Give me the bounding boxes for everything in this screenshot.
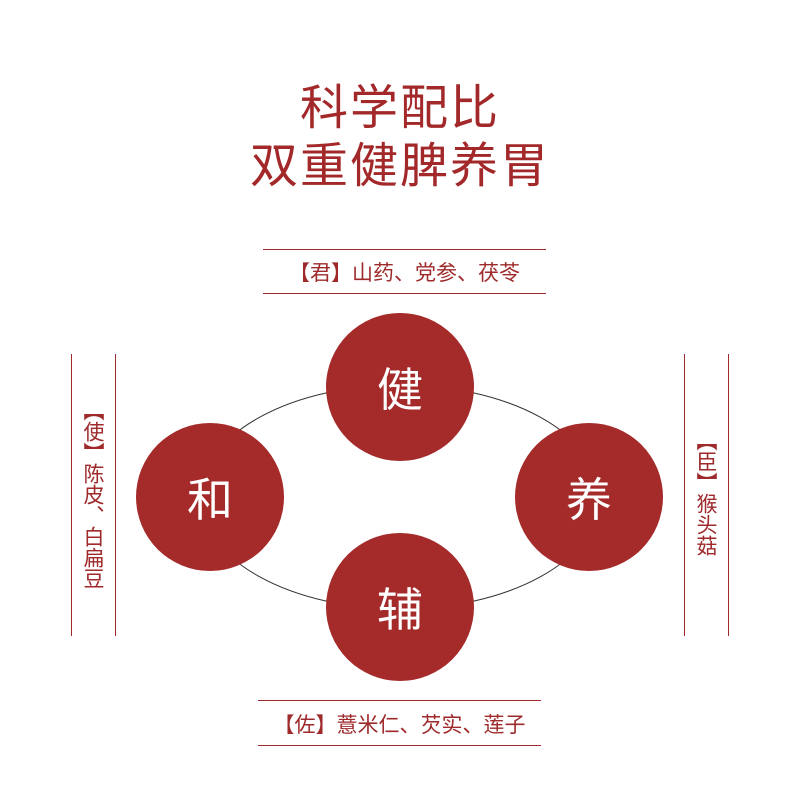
circle-fu: 辅: [326, 533, 474, 681]
circle-he: 和: [136, 423, 284, 571]
bottom-label-rule-lower: [258, 745, 541, 746]
circle-yang: 养: [515, 423, 663, 571]
bottom-label-rule-upper: [258, 700, 541, 701]
circle-jian: 健: [326, 313, 474, 461]
top-label: 【君】山药、党参、茯苓: [289, 261, 520, 285]
right-label-rule-outer: [728, 354, 729, 636]
right-label-rule-inner: [684, 354, 685, 636]
left-label: 【使】陈皮、白扁豆: [81, 400, 105, 589]
bottom-label: 【佐】薏米仁、芡实、莲子: [273, 713, 526, 737]
title-line-1: 科学配比: [299, 80, 500, 136]
right-label: 【臣】猴头菇: [694, 430, 718, 556]
top-label-rule-lower: [263, 293, 546, 294]
left-label-rule-inner: [115, 354, 116, 636]
title-line-2: 双重健脾养胃: [249, 138, 550, 194]
left-label-rule-outer: [71, 354, 72, 636]
top-label-rule-upper: [263, 249, 546, 250]
